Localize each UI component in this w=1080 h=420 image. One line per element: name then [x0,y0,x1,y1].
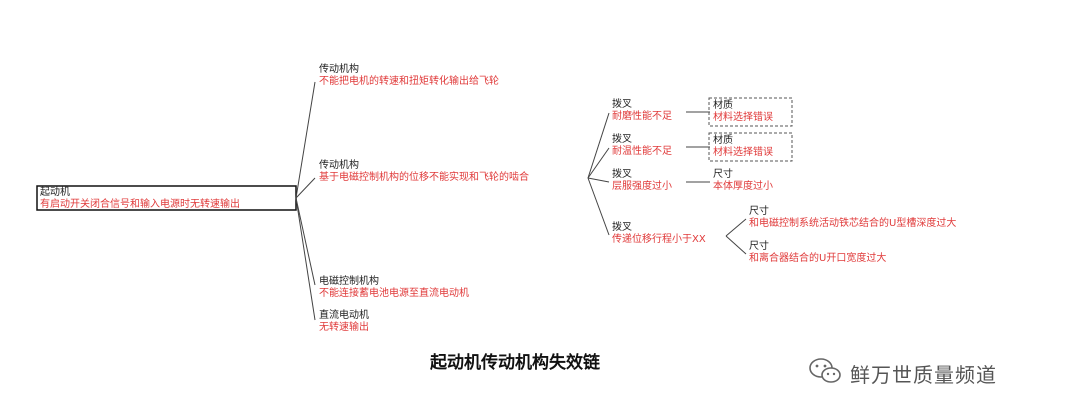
leaf-box-2 [708,132,793,162]
leaf-box-1 [708,97,793,127]
wechat-icon [808,357,842,389]
level1-node-1-desc: 不能把电机的转速和扭矩转化输出给飞轮 [319,76,499,87]
level1-node-3-name: 电磁控制机构 [319,276,379,287]
root-node-name: 起动机 [40,187,70,198]
caption-text: 起动机传动机构失效链 [430,353,600,373]
level1-node-1-name: 传动机构 [319,64,359,75]
level2-node-1-desc: 耐磨性能不足 [612,111,672,122]
level3-node-3-name: 尺寸 [713,169,733,180]
level1-node-4-desc: 无转速输出 [319,322,369,333]
watermark: 鲜万世质量频道 [808,357,997,389]
level3-node-1-name: 材质 [713,100,733,111]
level1-node-3-desc: 不能连接蓄电池电源至直流电动机 [319,288,469,299]
level2-node-4-desc: 传递位移行程小于XX [612,234,706,245]
level3-node-5-desc: 和离合器结合的U开口宽度过大 [749,253,887,264]
level2-node-3-name: 拨叉 [612,169,632,180]
level1-node-2-desc: 基于电磁控制机构的位移不能实现和飞轮的啮合 [319,172,529,183]
level3-node-4-name: 尺寸 [749,206,769,217]
level3-node-4-desc: 和电磁控制系统活动铁芯结合的U型槽深度过大 [749,218,957,229]
root-node-desc: 有启动开关闭合信号和输入电源时无转速输出 [40,199,240,210]
level2-node-3-desc: 层服强度过小 [612,181,672,192]
level1-node-4-name: 直流电动机 [319,310,369,321]
level2-node-4-name: 拨叉 [612,222,632,233]
level2-node-2-name: 拨叉 [612,134,632,145]
level2-node-2-desc: 耐温性能不足 [612,146,672,157]
level3-node-2-desc: 材料选择错误 [713,147,773,158]
diagram-caption: 起动机传动机构失效链 [0,348,1080,373]
level3-node-3-desc: 本体厚度过小 [713,181,773,192]
level3-node-5-name: 尺寸 [749,241,769,252]
level3-node-1-desc: 材料选择错误 [713,112,773,123]
level3-node-2-name: 材质 [713,135,733,146]
level2-node-1-name: 拨叉 [612,99,632,110]
watermark-text: 鲜万世质量频道 [850,362,997,387]
level1-node-2-name: 传动机构 [319,160,359,171]
